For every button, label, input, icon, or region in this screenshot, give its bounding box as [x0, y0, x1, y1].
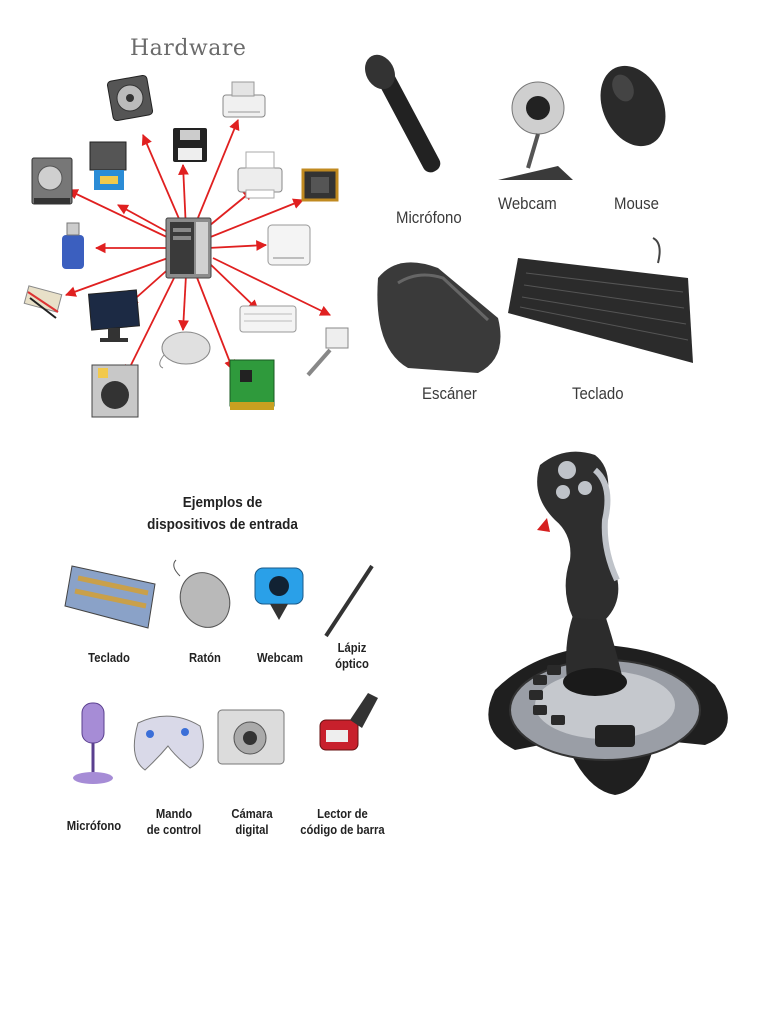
microphone-label: Micrófono: [66, 819, 122, 833]
mouse-label: Ratón: [189, 651, 221, 665]
mouse-icon: [173, 559, 231, 628]
hardware-title: Hardware: [130, 36, 247, 61]
webcam-label: Webcam: [498, 194, 557, 213]
webcam-icon: [254, 567, 304, 620]
light-pen-label-line-1: Lápiz: [337, 641, 367, 655]
microphone-label: Micrófono: [396, 208, 462, 227]
printer-icon: [237, 151, 283, 199]
hard-drive-icon: [31, 157, 73, 205]
microphone-icon: [365, 54, 441, 173]
power-cable-icon: [23, 285, 63, 319]
camera-icon: [217, 709, 285, 765]
computer-tower-icon: [165, 217, 212, 279]
expansion-card-icon: [229, 359, 275, 410]
mouse-icon: [600, 65, 666, 147]
keyboard-label: Teclado: [88, 651, 130, 665]
cpu-fan-icon: [106, 74, 154, 122]
joystick-icon: [488, 451, 728, 795]
keyboard-icon: [239, 305, 297, 333]
printer-cable-icon: [222, 81, 266, 118]
light-pen-label: Lápiz óptico: [316, 640, 388, 672]
floppy-disk-icon: [173, 128, 207, 162]
hardware-diagram: Hardware: [18, 30, 356, 422]
gamepad-label: Mando de control: [138, 806, 210, 838]
input-devices-panel: Ejemplos de dispositivos de entrada: [50, 488, 395, 846]
camera-label-line-1: Cámara: [231, 807, 273, 821]
network-jack-icon: [306, 327, 349, 377]
external-drive-icon: [267, 224, 311, 266]
scanner-icon: [377, 262, 501, 373]
input-devices-title: Ejemplos de dispositivos de entrada: [67, 492, 378, 536]
joystick-panel: [455, 440, 755, 840]
gamepad-label-line-1: Mando: [155, 807, 193, 821]
peripherals-panel: Micrófono Webcam Mouse Escáner Teclado: [358, 28, 728, 418]
monitor-icon: [87, 289, 141, 342]
gamepad-label-line-2: de control: [146, 823, 202, 837]
light-pen-icon: [324, 564, 374, 638]
title-line-2: dispositivos de entrada: [147, 516, 298, 533]
keyboard-icon: [508, 237, 693, 363]
gamepad-icon: [133, 715, 204, 771]
chip-icon: [301, 168, 339, 202]
barcode-reader-label: Lector de código de barra: [295, 806, 390, 838]
camera-label: Cámara digital: [216, 806, 288, 838]
mouse-label: Mouse: [614, 194, 659, 213]
light-pen-label-line-2: óptico: [335, 657, 369, 671]
power-supply-icon: [91, 364, 139, 418]
title-line-1: Ejemplos de: [182, 494, 263, 511]
camera-label-line-2: digital: [235, 823, 269, 837]
graphics-card-icon: [89, 141, 127, 190]
barcode-label-line-2: código de barra: [300, 823, 385, 837]
mouse-icon: [159, 331, 211, 369]
webcam-label: Webcam: [256, 651, 304, 665]
usb-drive-icon: [62, 222, 84, 269]
barcode-reader-icon: [319, 693, 378, 751]
barcode-label-line-1: Lector de: [317, 807, 368, 821]
microphone-icon: [73, 702, 113, 784]
keyboard-icon: [64, 565, 156, 629]
scanner-label: Escáner: [422, 384, 477, 403]
webcam-icon: [498, 81, 573, 180]
keyboard-label: Teclado: [572, 384, 624, 403]
